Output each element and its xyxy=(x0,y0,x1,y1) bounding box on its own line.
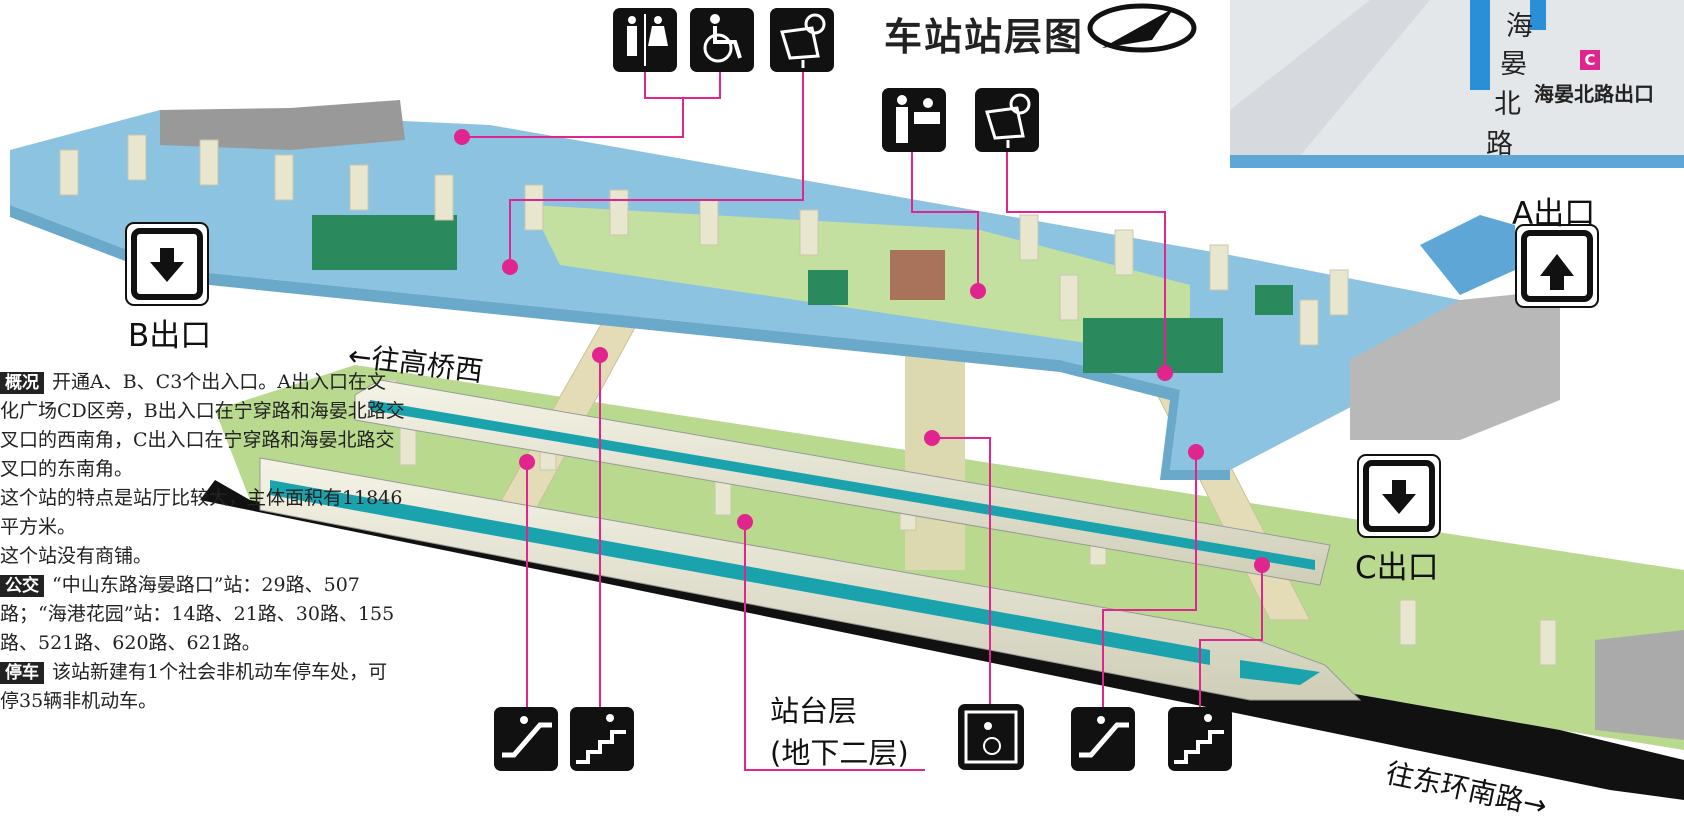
map-exit-label: 海晏北路出口 xyxy=(1534,82,1654,106)
callout-dots xyxy=(454,129,1270,573)
service-booth xyxy=(890,250,945,300)
exit-down-icon xyxy=(1357,454,1441,538)
overview-text: 开通A、B、C3个出入口。A出入口在文化广场CD区旁，B出入口在宁穿路和海晏北路… xyxy=(0,371,405,480)
elevator-icon xyxy=(958,704,1024,770)
platform-level-name: 站台层 xyxy=(770,694,858,728)
map-road-char: 路 xyxy=(1486,129,1513,160)
page-title: 车站站层图 xyxy=(884,15,1085,59)
bus-text: “中山东路海晏路口”站：29路、507路；“海港花园”站：14路、21路、30路… xyxy=(0,574,395,654)
escalator-icon xyxy=(1071,707,1135,771)
paid-area xyxy=(530,205,1190,345)
platform-level-label: 站台层 (地下二层) xyxy=(770,690,909,774)
map-road-char: 晏 xyxy=(1500,49,1527,80)
parking-tag: 停车 xyxy=(0,662,44,684)
exit-b-label: B出口 xyxy=(128,318,212,354)
bus-tag: 公交 xyxy=(0,575,44,597)
exit-up-icon xyxy=(1515,224,1599,308)
central-column xyxy=(905,330,965,570)
platform-end-wall xyxy=(1595,630,1684,740)
shops-text: 这个站没有商铺。 xyxy=(0,545,153,567)
exit-down-icon xyxy=(125,222,209,306)
overview-tag: 概况 xyxy=(0,372,44,394)
service-center-icon xyxy=(882,88,946,152)
map-road-char: 北 xyxy=(1494,89,1521,120)
wheelchair-icon xyxy=(690,8,754,72)
faregate-west xyxy=(312,215,457,270)
ticket-machines xyxy=(1255,285,1293,315)
escalator-icon xyxy=(494,707,558,771)
concourse-pillars xyxy=(59,134,1349,346)
toilet-icon xyxy=(613,8,677,72)
ticket-machine-icon xyxy=(975,88,1039,152)
compass-icon xyxy=(1087,3,1197,53)
faregate-east xyxy=(1083,318,1223,373)
faregate-small xyxy=(808,270,848,305)
stairs-icon xyxy=(1168,707,1232,771)
a-exit-ramp xyxy=(1420,215,1515,295)
feature-text: 这个站的特点是站厅比较大，主体面积有11846平方米。 xyxy=(0,487,403,538)
entrance-structure-b xyxy=(160,100,405,150)
platform-level-floor: (地下二层) xyxy=(770,736,909,770)
station-info: 概况开通A、B、C3个出入口。A出入口在文化广场CD区旁，B出入口在宁穿路和海晏… xyxy=(0,368,405,716)
exit-c-label: C出口 xyxy=(1355,550,1439,586)
ticket-machine-icon xyxy=(770,8,834,72)
callout-lines xyxy=(462,70,1263,771)
map-exit-marker: C xyxy=(1580,50,1600,70)
map-road-char: 海 xyxy=(1506,11,1533,42)
area-map xyxy=(1230,0,1684,168)
exit-a-label: A出口 xyxy=(1512,196,1596,232)
parking-text: 该站新建有1个社会非机动车停车处，可停35辆非机动车。 xyxy=(0,661,388,712)
entrance-structure-a xyxy=(1350,290,1560,440)
far-train xyxy=(354,379,1331,586)
near-train xyxy=(259,457,1362,701)
stairs-icon xyxy=(570,707,634,771)
